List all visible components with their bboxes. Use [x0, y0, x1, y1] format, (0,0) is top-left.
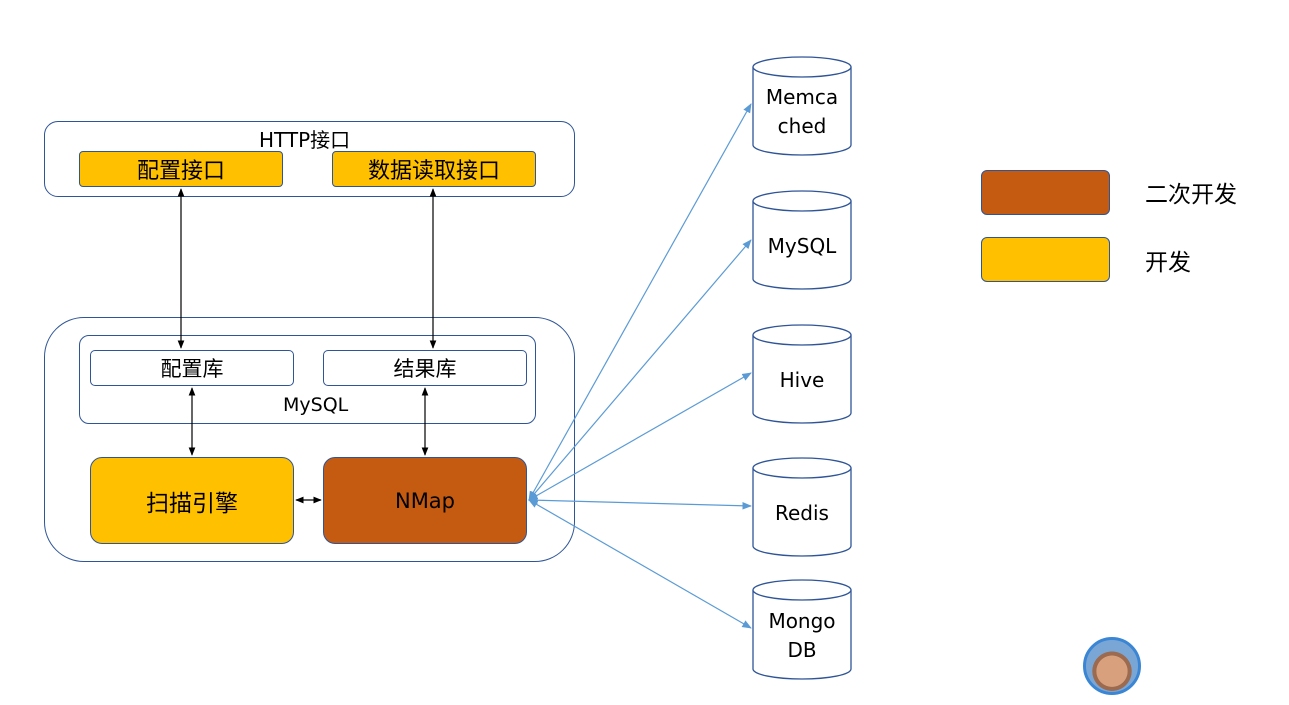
memcached-cylinder	[752, 56, 852, 156]
config-db-label: 配置库	[160, 357, 224, 381]
arrow-nmap-to-memcached	[528, 103, 752, 501]
arrow-nmap-to-redis	[528, 496, 752, 510]
mongodb-cylinder	[752, 579, 852, 680]
arrow-nmap-to-hive	[528, 372, 752, 501]
scan-engine-label: 扫描引擎	[146, 490, 238, 517]
nmap-box: NMap	[323, 457, 527, 544]
arrow-nmap-to-mysql	[528, 239, 752, 501]
scan-engine-box: 扫描引擎	[90, 457, 294, 544]
mysql-store-label: MySQL	[767, 234, 837, 258]
nmap-label: NMap	[394, 488, 456, 513]
result-db-box: 结果库	[323, 350, 527, 386]
http-interface-title: HTTP接口	[259, 128, 351, 152]
data-api-label: 数据读取接口	[367, 159, 500, 184]
mysql-cylinder	[752, 190, 852, 290]
mysql-group-label: MySQL	[283, 394, 349, 416]
redis-label: Redis	[775, 501, 829, 525]
legend-label-dev: 开发	[1145, 250, 1191, 276]
legend-swatch-secondary-dev	[981, 170, 1110, 215]
hive-cylinder	[752, 324, 852, 424]
hive-label: Hive	[779, 368, 825, 392]
config-api-box: 配置接口	[79, 151, 283, 187]
result-db-label: 结果库	[393, 357, 457, 381]
arrow-nmap-to-mongodb	[528, 499, 752, 629]
redis-cylinder	[752, 457, 852, 557]
legend-label-secondary-dev: 二次开发	[1145, 182, 1237, 208]
config-api-label: 配置接口	[136, 159, 225, 184]
legend-swatch-dev	[981, 237, 1110, 282]
config-db-box: 配置库	[90, 350, 294, 386]
avatar	[1083, 637, 1141, 695]
data-api-box: 数据读取接口	[332, 151, 536, 187]
